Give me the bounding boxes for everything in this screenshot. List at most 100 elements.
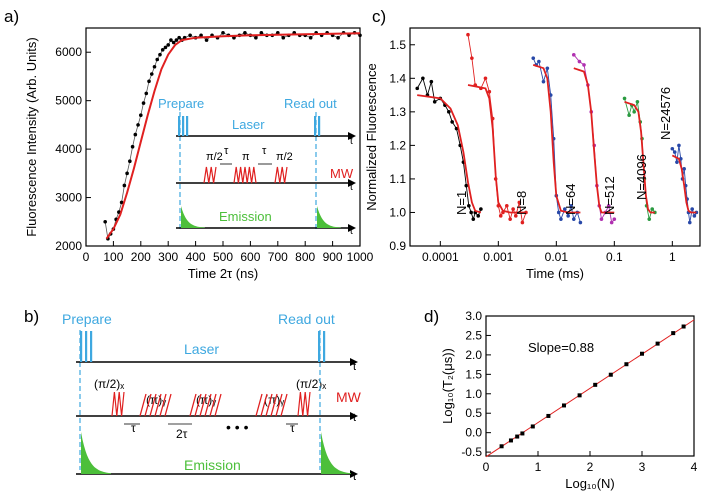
tau-label-a1: τ [224,145,229,157]
data-point-c [508,217,512,221]
y-tick-label: 2.5 [465,328,482,342]
mw-axis-b-head [350,412,358,420]
slope-annotation: Slope=0.88 [528,340,594,355]
mw-pulse-b [255,393,263,417]
panel-d-label: d) [424,307,439,326]
data-point-c [577,59,582,64]
data-point-c [571,217,576,221]
data-point-c [650,207,655,211]
data-point-c [635,99,640,104]
mw-pulse-b [159,393,167,417]
curve-label-n64: N=64 [563,184,578,215]
gap-label-b2: 2τ [176,427,188,441]
t-label-b2: t [353,412,356,424]
data-point-c [578,220,583,225]
data-point-d [546,413,551,418]
y-tick-label: 1.0 [389,205,406,219]
x-tick-label: 0.1 [606,250,623,264]
emission-decay-b [81,432,111,474]
data-point-c [647,217,652,221]
mw-pulse-b [265,393,273,417]
mw-pulse-a [233,166,257,184]
emission-decay-b [321,432,351,474]
laser-label-a: Laser [232,117,265,132]
gap-label-b3: τ [290,421,295,435]
emission-axis-a-head [348,224,356,232]
y-tick-label: 1.5 [465,367,482,381]
data-point-c [627,113,631,117]
ellipsis-b: • • • [226,419,249,435]
data-point-a [125,171,129,176]
laser-pulse-a [318,116,321,136]
data-point-a [204,38,209,42]
y-tick-label: 6000 [55,45,82,59]
mw-pulse-b [260,393,268,417]
y-tick-label: 1.2 [389,138,406,152]
mw-pulse-b [144,393,152,417]
y-tick-label: 1.5 [389,38,406,52]
data-point-c [450,120,454,124]
laser-pulse-b [318,331,321,362]
data-point-a [308,35,313,40]
x-tick-label: 1 [669,250,676,264]
plot-frame [409,27,701,247]
data-point-c [675,160,679,164]
readout-label-a: Read out [284,96,337,111]
mw-pulse-b [214,393,222,417]
prepare-label-a: Prepare [158,96,204,111]
data-point-a [147,79,151,84]
pulse-label-a1: π/2 [206,151,223,163]
x-tick-label: 200 [131,250,151,264]
data-point-c [483,76,488,81]
mw-pulse-b [199,393,207,417]
fit-curve-c [671,154,697,214]
x-tick-label: 0.01 [545,250,569,264]
fit-curve-c [467,84,526,214]
data-point-d [608,372,613,377]
data-point-a [221,31,225,35]
data-point-c [599,217,604,221]
y-tick-label: 5000 [55,94,82,108]
curve-label-n8: N=8 [514,191,529,215]
data-point-c [682,167,686,171]
data-point-d [681,324,686,329]
emission-decay-a [181,206,205,228]
data-point-a [281,35,286,40]
data-point-c [415,86,420,91]
data-point-c [429,79,434,84]
y-tick-label: 0.5 [465,406,482,420]
data-point-a [169,38,173,42]
x-tick-label: 0 [483,460,490,474]
data-point-a [103,219,107,224]
panel-c-label: c) [372,7,386,26]
mw-pulse-b [204,393,212,417]
data-point-a [358,33,362,38]
t-label-a3: t [350,226,353,237]
y-tick-label: 3000 [55,191,82,205]
laser-pulse-b [80,331,83,362]
pulse-label-b3: (π)ᵧ [196,393,216,407]
y-tick-label: 1.1 [389,172,406,186]
data-point-a [152,64,157,69]
data-point-c [469,210,473,215]
data-point-d [508,438,513,443]
data-point-c [520,220,525,225]
data-point-a [188,33,192,38]
data-point-d [624,362,629,367]
laser-pulse-a [178,116,181,136]
data-point-c [421,76,425,81]
pulse-label-a3: π/2 [276,151,293,163]
data-point-c [479,207,483,211]
t-label-b3: t [353,471,356,483]
x-tick-label: 700 [268,250,288,264]
t-label-a2: t [350,182,353,193]
gap-label-b1: τ [131,421,136,435]
data-point-a [166,43,170,47]
fit-curve-c [417,94,482,214]
data-point-c [487,89,492,94]
y-tick-label: 1.3 [389,105,406,119]
mw-pulse-b [275,393,283,417]
mw-pulse-b [280,393,288,417]
